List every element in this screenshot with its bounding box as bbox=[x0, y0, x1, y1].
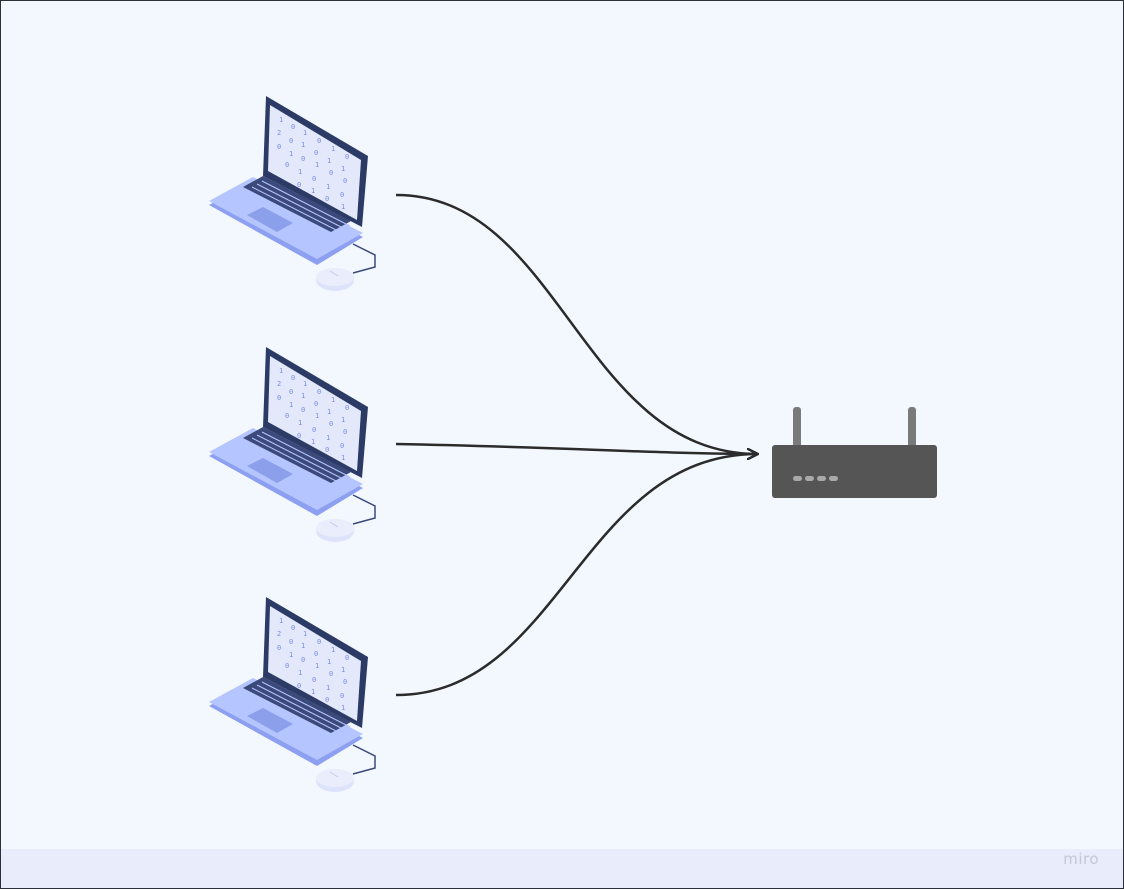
miro-logo: miro bbox=[1063, 850, 1099, 868]
laptop-icon[interactable] bbox=[208, 95, 376, 292]
laptop-icon[interactable] bbox=[208, 596, 376, 793]
laptop-icon[interactable] bbox=[208, 346, 376, 543]
connector-laptop-3-to-router[interactable] bbox=[395, 454, 758, 697]
board-footer bbox=[1, 849, 1123, 888]
connector-laptop-2-to-router[interactable] bbox=[395, 442, 758, 454]
connector-laptop-1-to-router[interactable] bbox=[395, 193, 758, 454]
router-icon[interactable] bbox=[772, 407, 937, 498]
